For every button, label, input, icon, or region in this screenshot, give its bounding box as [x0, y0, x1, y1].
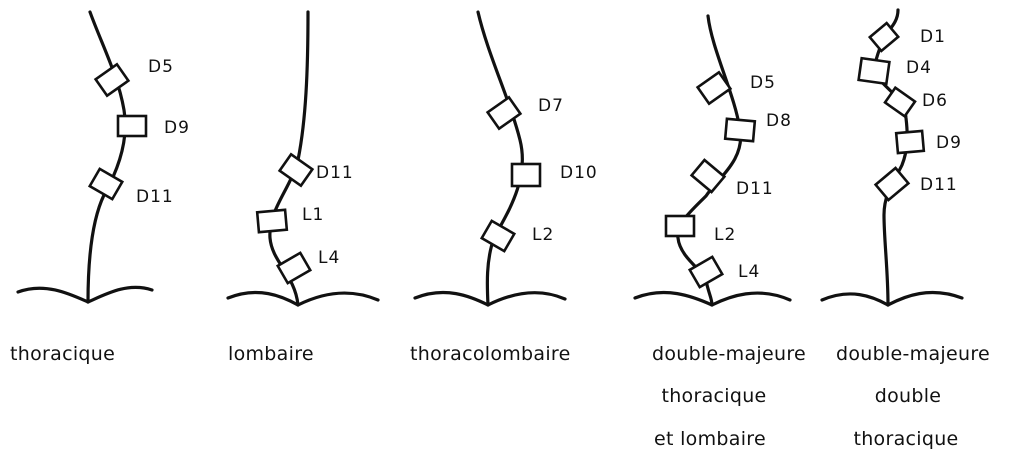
vertebra-box — [280, 154, 313, 185]
diagram-thoracique: D5 D9 D11 — [18, 12, 190, 302]
vertebra-box — [118, 116, 146, 136]
vertebra-label: D11 — [316, 163, 354, 183]
vertebra-label: L1 — [302, 205, 324, 225]
vertebra-box — [876, 168, 909, 200]
vertebra-box — [278, 253, 311, 283]
diagram-double-majeure-double-thoracique: D1 D4 D6 D9 D11 — [822, 10, 962, 305]
vertebra-label: L2 — [714, 225, 736, 245]
vertebra-box — [96, 64, 129, 95]
caption-double-majeure-1-line2: thoracique — [661, 385, 766, 407]
caption-double-majeure-2-line3: thoracique — [853, 428, 958, 450]
vertebra-box — [885, 88, 915, 117]
caption-lombaire: lombaire — [228, 343, 314, 365]
spine-curve — [88, 12, 125, 302]
vertebra-box — [666, 216, 694, 236]
vertebra-label: D8 — [766, 111, 792, 131]
diagram-double-majeure-thoracique-et-lombaire: D5 D8 D11 L2 L4 — [635, 16, 792, 305]
vertebra-box — [896, 131, 924, 153]
vertebra-label: D6 — [922, 91, 948, 111]
pelvis-line — [228, 292, 378, 305]
vertebra-box — [870, 23, 898, 51]
vertebra-label: D9 — [164, 118, 190, 138]
vertebra-box — [482, 221, 515, 251]
vertebra-label: D5 — [148, 57, 174, 77]
vertebra-box — [690, 257, 723, 287]
caption-double-majeure-1-line1: double-majeure — [652, 343, 806, 365]
vertebra-label: D11 — [136, 187, 174, 207]
vertebra-label: D11 — [920, 175, 958, 195]
pelvis-line — [415, 292, 565, 305]
vertebra-label: D5 — [750, 73, 776, 93]
vertebra-box — [692, 160, 725, 192]
vertebra-box — [257, 210, 287, 232]
diagram-thoracolombaire: D7 D10 L2 — [415, 12, 598, 305]
vertebra-label: D11 — [736, 179, 774, 199]
caption-thoracique: thoracique — [10, 343, 115, 365]
vertebra-label: D1 — [920, 27, 946, 47]
vertebra-box — [859, 58, 890, 84]
diagram-lombaire: D11 L1 L4 — [228, 12, 378, 305]
caption-double-majeure-2-line1: double-majeure — [836, 343, 990, 365]
vertebra-label: L4 — [738, 262, 760, 282]
caption-thoracolombaire: thoracolombaire — [410, 343, 571, 365]
vertebra-box — [90, 169, 123, 199]
vertebra-label: D10 — [560, 163, 598, 183]
vertebra-label: D9 — [936, 133, 962, 153]
caption-double-majeure-2-line2: double — [875, 385, 942, 407]
vertebra-box — [725, 119, 755, 141]
spine-curve — [478, 12, 522, 305]
spine-curve — [875, 10, 907, 305]
vertebra-label: L2 — [532, 225, 554, 245]
pelvis-line — [822, 292, 962, 305]
vertebra-box — [512, 164, 540, 186]
vertebra-label: D4 — [906, 58, 932, 78]
vertebra-label: D7 — [538, 96, 564, 116]
caption-double-majeure-1-line3: et lombaire — [654, 428, 766, 450]
vertebra-label: L4 — [318, 248, 340, 268]
pelvis-line — [18, 287, 152, 302]
